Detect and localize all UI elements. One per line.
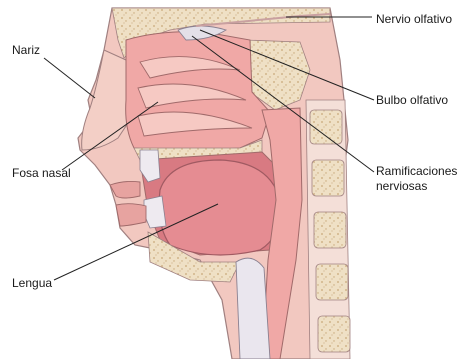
vertebra-2: [312, 160, 344, 196]
vertebra-5: [318, 316, 350, 352]
label-lengua: Lengua: [12, 276, 52, 291]
vertebra-1: [310, 110, 342, 144]
label-ramificaciones-nerviosas: Ramificaciones nerviosas: [376, 164, 472, 194]
vertebra-3: [314, 212, 346, 248]
leader-nariz: [44, 58, 95, 98]
label-fosa-nasal: Fosa nasal: [12, 166, 71, 181]
vertebra-4: [316, 264, 348, 300]
tongue: [159, 160, 280, 255]
label-nervio-olfativo: Nervio olfativo: [376, 12, 452, 27]
label-bulbo-olfativo: Bulbo olfativo: [376, 93, 448, 108]
lower-lip: [116, 204, 146, 226]
label-nariz: Nariz: [12, 43, 40, 58]
